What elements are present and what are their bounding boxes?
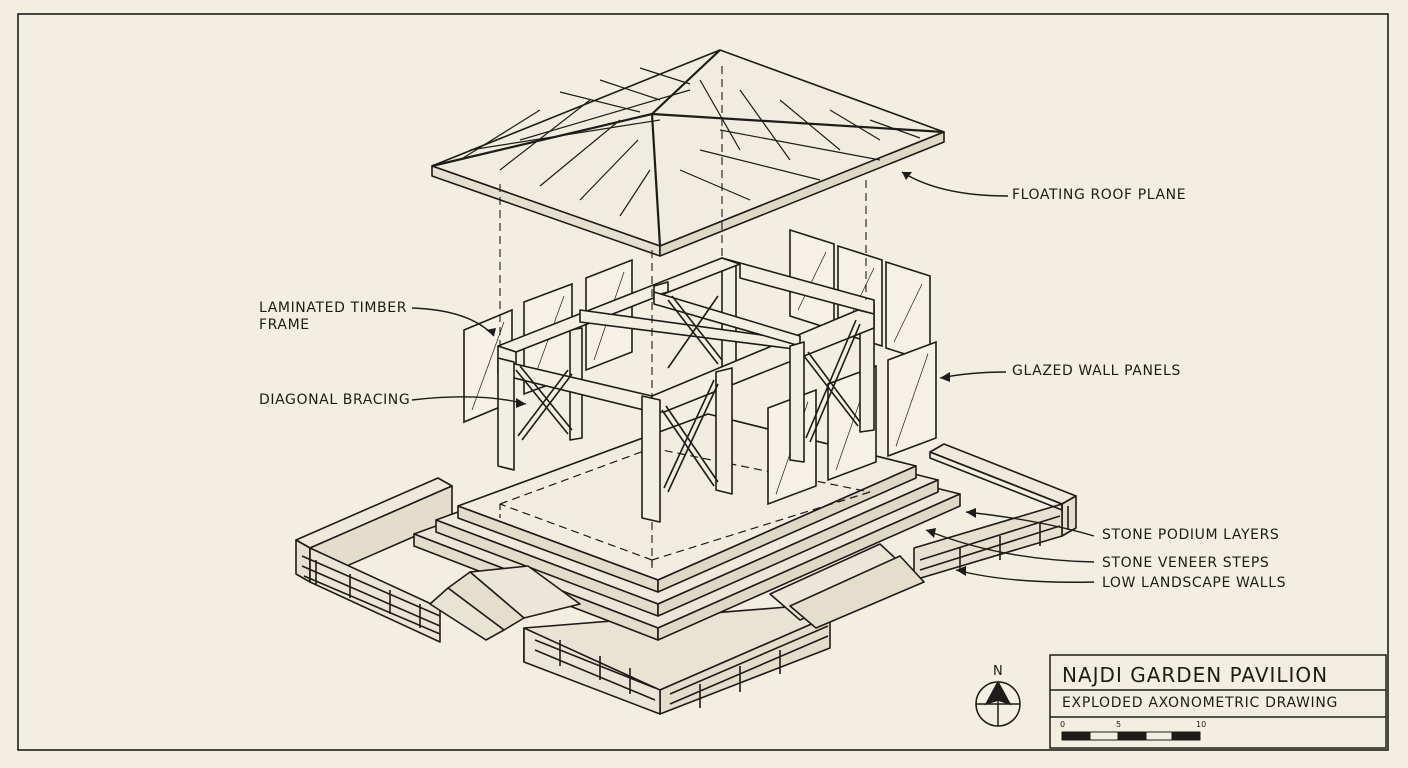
title-block: NAJDI GARDEN PAVILION EXPLODED AXONOMETR… [1050, 655, 1386, 748]
leader-arrowheads [486, 172, 976, 576]
leader-podium [965, 511, 1095, 537]
label-glazing: GLAZED WALL PANELS [1012, 363, 1181, 379]
label-bracing: DIAGONAL BRACING [259, 392, 411, 408]
label-roof: FLOATING ROOF PLANE [1012, 187, 1187, 203]
scale-tick-5: 5 [1116, 720, 1122, 729]
roof [431, 49, 945, 257]
timber-frame [497, 257, 875, 523]
scale-tick-0: 0 [1060, 720, 1066, 729]
drawing-subtitle: EXPLODED AXONOMETRIC DRAWING [1062, 695, 1339, 711]
label-podium: STONE PODIUM LAYERS [1102, 527, 1280, 543]
label-frame-line2: FRAME [259, 317, 310, 333]
scale-bar [1061, 731, 1201, 741]
label-frame-line1: LAMINATED TIMBER [259, 300, 408, 316]
label-walls: LOW LANDSCAPE WALLS [1102, 575, 1287, 591]
title-block-frame [1049, 654, 1387, 749]
projection-lines [499, 66, 867, 568]
north-arrow-icon [975, 680, 1021, 727]
leader-steps [925, 529, 1095, 563]
leader-roof [901, 171, 1009, 197]
drawing-title: NAJDI GARDEN PAVILION [1062, 663, 1329, 687]
landscape-walls [295, 443, 1077, 715]
sheet-border [17, 13, 1389, 751]
leader-walls [955, 569, 1095, 583]
scale-tick-10: 10 [1196, 720, 1207, 729]
leader-bracing [411, 396, 527, 405]
label-steps: STONE VENEER STEPS [1102, 555, 1270, 571]
north-arrow-letter: N [993, 664, 1003, 679]
